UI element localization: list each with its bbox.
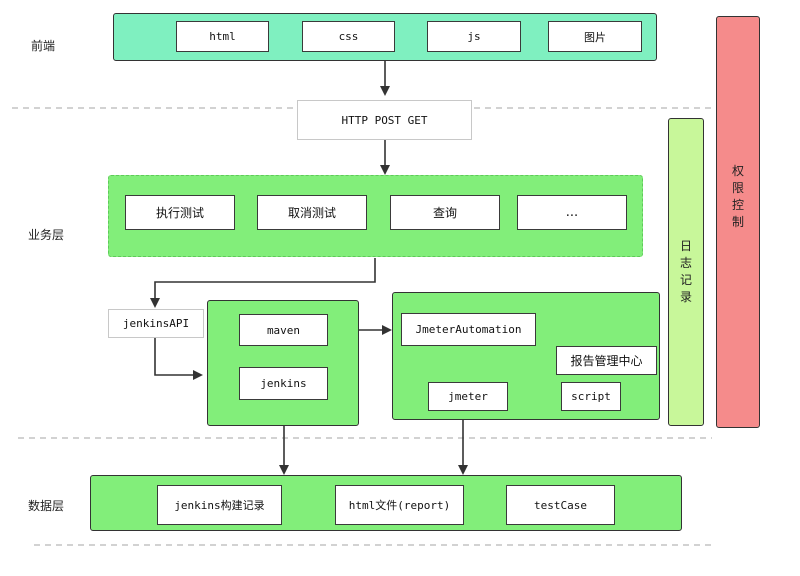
log-char: 录 <box>679 290 692 304</box>
maven-box: maven <box>239 314 328 346</box>
business-item-more: ... <box>517 195 627 230</box>
jenkins-api-box: jenkinsAPI <box>108 309 204 338</box>
permission-panel-text: 权 限 控 制 <box>732 163 744 231</box>
data-item-jenkins-build-records: jenkins构建记录 <box>157 485 282 525</box>
jmeter-automation-box: JmeterAutomation <box>401 313 536 346</box>
business-item-execute-test: 执行测试 <box>125 195 235 230</box>
frontend-item-js: js <box>427 21 521 52</box>
permission-char: 制 <box>731 215 744 229</box>
layer-label-data: 数据层 <box>28 499 65 513</box>
log-char: 记 <box>679 273 692 287</box>
log-char: 日 <box>679 239 692 253</box>
log-char: 志 <box>679 256 692 270</box>
business-item-cancel-test: 取消测试 <box>257 195 367 230</box>
jmeter-box: jmeter <box>428 382 508 411</box>
permission-panel: 权 限 控 制 <box>716 16 760 428</box>
data-item-html-report: html文件(report) <box>335 485 464 525</box>
layer-label-frontend: 前端 <box>31 39 56 53</box>
arrow-business-jenkinsapi <box>150 258 376 308</box>
frontend-item-html: html <box>176 21 269 52</box>
permission-char: 控 <box>731 198 744 212</box>
frontend-item-images: 图片 <box>548 21 642 52</box>
report-center-box: 报告管理中心 <box>556 346 657 375</box>
layer-label-business: 业务层 <box>28 228 65 242</box>
log-panel: 日 志 记 录 <box>668 118 704 426</box>
http-methods-box: HTTP POST GET <box>297 100 472 140</box>
data-item-testcase: testCase <box>506 485 615 525</box>
log-panel-text: 日 志 记 录 <box>680 238 692 306</box>
script-box: script <box>561 382 621 411</box>
jenkins-box: jenkins <box>239 367 328 400</box>
arrow-jenkinsapi-jenkins <box>154 338 203 380</box>
frontend-item-css: css <box>302 21 395 52</box>
permission-char: 权 <box>731 164 744 178</box>
permission-char: 限 <box>731 181 744 195</box>
business-item-query: 查询 <box>390 195 500 230</box>
